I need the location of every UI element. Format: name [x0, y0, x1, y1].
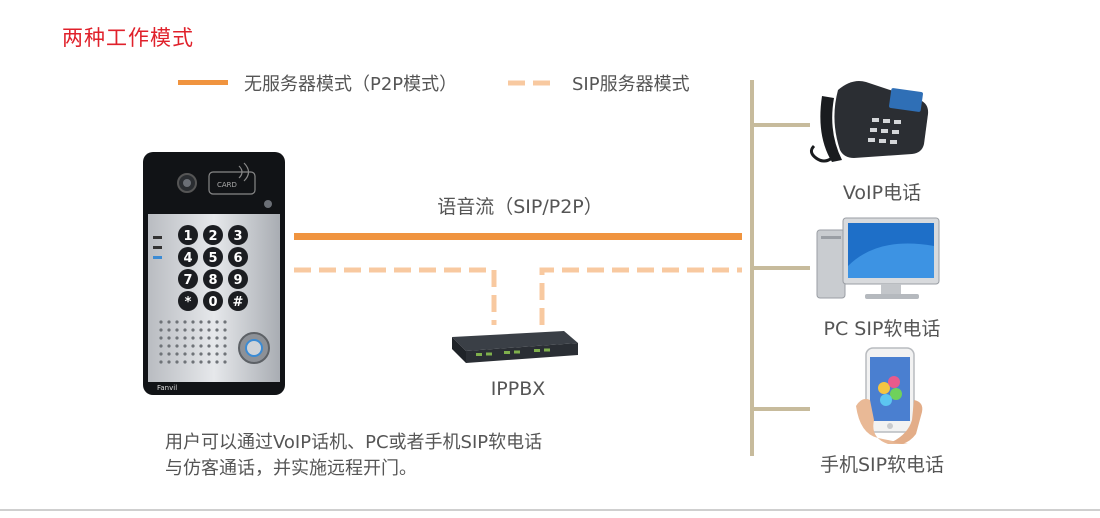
p2p-voice-stream-line — [294, 233, 742, 240]
card-reader-text: CARD — [217, 181, 237, 189]
legend-dashed-line-swatch — [508, 80, 558, 86]
ippbx-device-image — [452, 331, 578, 363]
key-4: 4 — [183, 251, 192, 266]
description-line-2: 与仿客通话，并实施远程开门。 — [165, 458, 417, 479]
bus-branch-voip-phone — [752, 123, 810, 127]
legend-dashed-label: SIP服务器模式 — [572, 74, 690, 95]
intercom-brand-text: Fanvil — [157, 384, 177, 392]
pc-softphone-label: PC SIP软电话 — [823, 318, 941, 340]
page-title: 两种工作模式 — [62, 26, 194, 50]
ippbx-label: IPPBX — [490, 378, 546, 400]
key-6: 6 — [233, 251, 242, 266]
voip-phone-label: VoIP电话 — [842, 182, 922, 204]
door-intercom-image: CARD 1 2 3 4 5 6 7 8 9 * 0 # Fanvil — [143, 152, 285, 395]
key-8: 8 — [208, 273, 217, 288]
legend-solid-label: 无服务器模式（P2P模式） — [244, 74, 458, 95]
legend-solid-line-swatch — [178, 80, 228, 85]
description-note: 用户可以通过VoIP话机、PC或者手机SIP软电话 与仿客通话，并实施远程开门。 — [165, 430, 542, 482]
bus-branch-mobile — [752, 407, 810, 411]
description-line-1: 用户可以通过VoIP话机、PC或者手机SIP软电话 — [165, 432, 543, 453]
mobile-softphone-label: 手机SIP软电话 — [819, 454, 945, 476]
key-9: 9 — [233, 273, 242, 288]
voip-phone-image — [809, 81, 929, 163]
voice-stream-label: 语音流（SIP/P2P） — [437, 196, 603, 218]
bus-branch-pc — [752, 266, 810, 270]
key-2: 2 — [208, 229, 217, 244]
key-3: 3 — [233, 229, 242, 244]
key-star: * — [185, 295, 192, 310]
key-1: 1 — [183, 229, 192, 244]
key-5: 5 — [208, 251, 217, 266]
key-0: 0 — [208, 295, 217, 310]
pc-image — [816, 217, 940, 299]
bottom-divider — [0, 509, 1100, 511]
mobile-phone-image — [856, 347, 923, 444]
key-7: 7 — [183, 273, 192, 288]
key-hash: # — [233, 295, 244, 310]
